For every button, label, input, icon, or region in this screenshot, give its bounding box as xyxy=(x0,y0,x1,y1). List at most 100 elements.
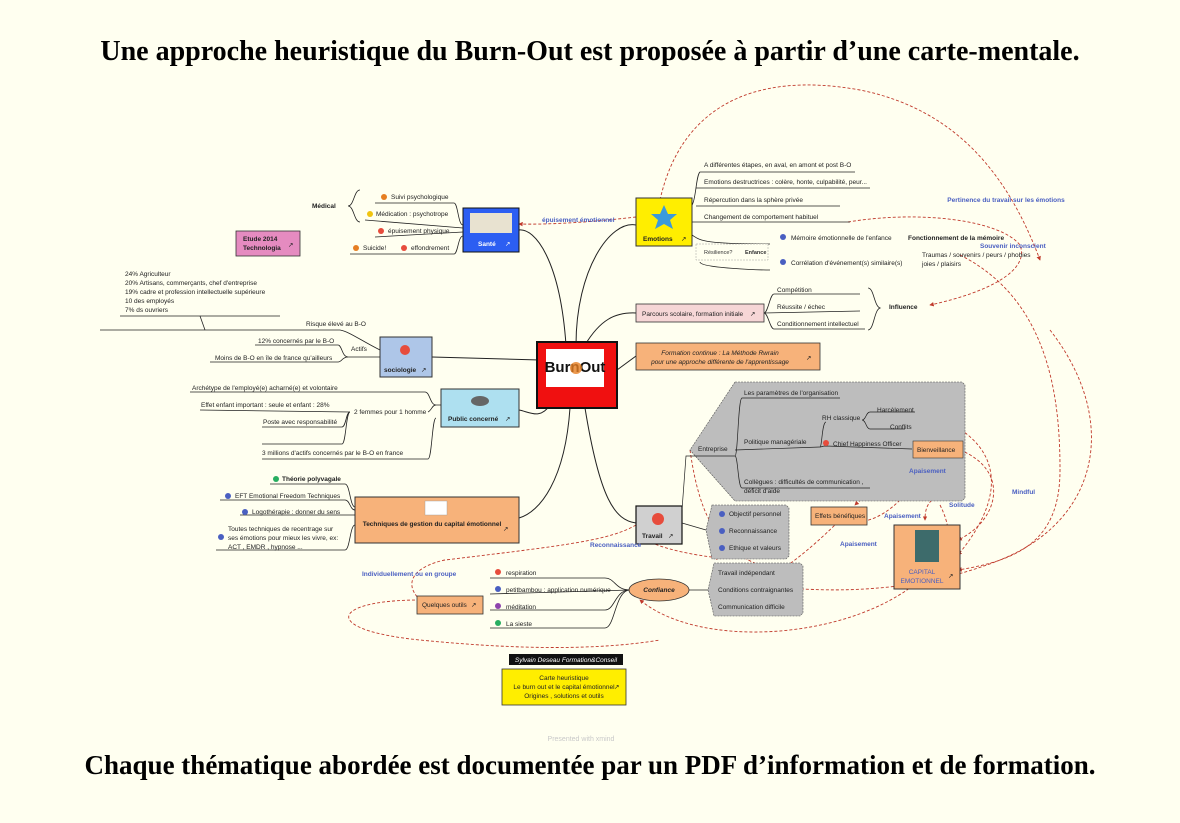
svg-text:Le burn out et le capital émot: Le burn out et le capital émotionnel xyxy=(513,684,615,691)
risque-label: Risque élevé au B-O xyxy=(306,321,366,328)
resilience-label: Résilience? xyxy=(704,250,732,256)
svg-text:Origines , solutions et outils: Origines , solutions et outils xyxy=(524,693,604,700)
person-icon xyxy=(719,528,725,534)
svg-text:Etude 2014: Etude 2014 xyxy=(243,236,278,243)
femmes-label: 2 femmes pour 1 homme xyxy=(354,409,427,416)
correlation-item: Corrélation d'événement(s) similaire(s) xyxy=(791,260,902,267)
svg-text:Confiance: Confiance xyxy=(643,587,675,594)
travail-group-2: Reconnaissance xyxy=(729,528,777,535)
parcours-node[interactable]: Parcours scolaire, formation initiale ↗ xyxy=(635,303,765,323)
svg-text:Parcours scolaire, formation i: Parcours scolaire, formation initiale xyxy=(642,311,744,318)
etude-node[interactable]: Etude 2014 Technologia ↗ xyxy=(235,230,301,257)
conflits-item: Conflits xyxy=(890,424,912,431)
svg-text:Bienveillance: Bienveillance xyxy=(917,447,956,454)
techniques-item-1: Théorie polyvagale xyxy=(282,476,341,483)
outils-item-3: méditation xyxy=(506,604,536,611)
solitude-label: Solitude xyxy=(949,502,975,509)
memoire-item: Mémoire émotionnelle de l'enfance xyxy=(791,235,892,242)
link-icon: ↗ xyxy=(505,241,510,248)
travail-node[interactable]: Travail ↗ xyxy=(635,505,683,545)
author-node[interactable]: Sylvain Deseau Formation&Conseil Carte h… xyxy=(501,654,627,706)
burnout-center-node[interactable]: BurnOut xyxy=(536,341,618,409)
influence-label: Influence xyxy=(889,304,918,311)
info-icon xyxy=(780,259,786,265)
sociologie-item-1: 12% concernés par le B-O xyxy=(258,338,334,345)
souvenir-label: Souvenir inconscient xyxy=(980,243,1047,250)
sante-node[interactable]: Santé ↗ xyxy=(462,207,520,253)
techniques-item-2: EFT Emotional Freedom Techniques xyxy=(235,493,341,500)
svg-text:Technologia: Technologia xyxy=(243,245,281,252)
public-node[interactable]: Public concerné ↗ xyxy=(440,388,520,428)
techniques-label: Techniques de gestion du capital émotion… xyxy=(363,521,502,528)
stat-line-2: 20% Artisans, commerçants, chef d'entrep… xyxy=(125,280,257,287)
svg-text:Formation continue : La Méthod: Formation continue : La Méthode Rwrain xyxy=(661,350,779,357)
link-icon: ↗ xyxy=(750,311,755,318)
link-icon: ↗ xyxy=(288,242,293,249)
svg-text:CAPITAL: CAPITAL xyxy=(909,569,936,576)
outils-item-1: respiration xyxy=(506,570,537,577)
svg-text:Carte heuristique: Carte heuristique xyxy=(539,675,589,682)
effets-node[interactable]: Effets bénéfiques xyxy=(810,506,868,526)
formation-node[interactable]: Formation continue : La Méthode Rwrain p… xyxy=(635,342,821,371)
capital-node[interactable]: CAPITAL EMOTIONNEL ↗ xyxy=(893,524,961,590)
emotions-node[interactable]: Emotions ↗ xyxy=(635,197,693,247)
help-icon xyxy=(719,545,725,551)
toutes-line-3: ACT , EMDR , hypnose ... xyxy=(228,544,303,551)
svg-text:EMOTIONNEL: EMOTIONNEL xyxy=(901,578,944,585)
psychology-icon xyxy=(381,194,387,200)
parcours-item-3: Conditionnement intellectuel xyxy=(777,321,859,328)
person-icon xyxy=(719,511,725,517)
svg-text:Santé: Santé xyxy=(478,241,496,248)
warning-icon xyxy=(378,228,384,234)
sociologie-node[interactable]: sociologie ↗ xyxy=(379,336,433,378)
techniques-node[interactable]: Techniques de gestion du capital émotion… xyxy=(354,496,520,544)
actifs-label: Actifs xyxy=(351,346,368,353)
page-title: Une approche heuristique du Burn-Out est… xyxy=(100,36,1080,67)
outils-node[interactable]: Quelques outils ↗ xyxy=(416,595,484,615)
alert-icon xyxy=(353,245,359,251)
link-icon: ↗ xyxy=(471,602,476,609)
app-icon xyxy=(495,586,501,592)
bienveillance-node[interactable]: Bienveillance xyxy=(912,440,964,459)
sociologie-item-2: Moins de B-O en île de france qu'ailleur… xyxy=(215,355,333,362)
rest-icon xyxy=(495,620,501,626)
travail-group-3: Ethique et valeurs xyxy=(729,545,782,552)
pertinence-line: Pertinence du travail sur les émotions xyxy=(947,197,1065,204)
parametres-item: Les paramètres de l'organisation xyxy=(744,390,838,397)
traumas-label: Traumas / souvenirs / peurs / phobies xyxy=(922,252,1031,259)
collegues-line-1: Collègues : difficultés de communication… xyxy=(744,479,864,486)
flame-icon xyxy=(570,362,582,374)
chief-icon xyxy=(823,440,829,446)
eft-icon xyxy=(225,493,231,499)
joies-label: joies / plaisirs xyxy=(921,261,962,268)
presented-with: Presented with xmind xyxy=(548,736,615,743)
entreprise-label: Entreprise xyxy=(698,446,728,453)
epuisement-edge-label: épuisement émotionnel xyxy=(542,217,615,224)
stat-line-3: 19% cadre et profession intellectuelle s… xyxy=(125,289,266,296)
conditions-item-3: Communication difficile xyxy=(718,604,785,611)
sante-item-2: Médication : psychotrope xyxy=(376,211,449,218)
public-item-2: Effet enfant important : seule et enfant… xyxy=(201,402,330,409)
link-icon: ↗ xyxy=(806,355,811,362)
confiance-node[interactable]: Confiance xyxy=(628,578,690,602)
suicide-label: Suicide! xyxy=(363,245,386,252)
map-pin-icon xyxy=(400,345,410,355)
emotions-item-3: Répercution dans la sphère privée xyxy=(704,197,803,204)
page-footer: Chaque thématique abordée est documentée… xyxy=(84,750,1096,780)
person-icon xyxy=(780,234,786,240)
svg-text:Quelques outils: Quelques outils xyxy=(422,602,468,609)
parcours-item-2: Réussite / échec xyxy=(777,304,826,311)
apaisement-label-3: Apaisement xyxy=(840,541,878,548)
conditions-item-1: Travail indépendant xyxy=(718,570,775,577)
link-icon: ↗ xyxy=(668,533,673,540)
individuellement-label: Individuellement ou en groupe xyxy=(362,571,457,578)
link-icon: ↗ xyxy=(503,526,508,533)
politique-item: Politique managériale xyxy=(744,439,807,446)
toutes-line-2: ses émotions pour mieux les vivre, ex: xyxy=(228,535,338,542)
enfance-label: Enfance xyxy=(745,250,766,256)
svg-text:Travail: Travail xyxy=(642,533,663,540)
svg-text:Public concerné: Public concerné xyxy=(448,416,499,423)
link-icon: ↗ xyxy=(614,684,619,691)
stat-line-1: 24% Agriculteur xyxy=(125,271,171,278)
